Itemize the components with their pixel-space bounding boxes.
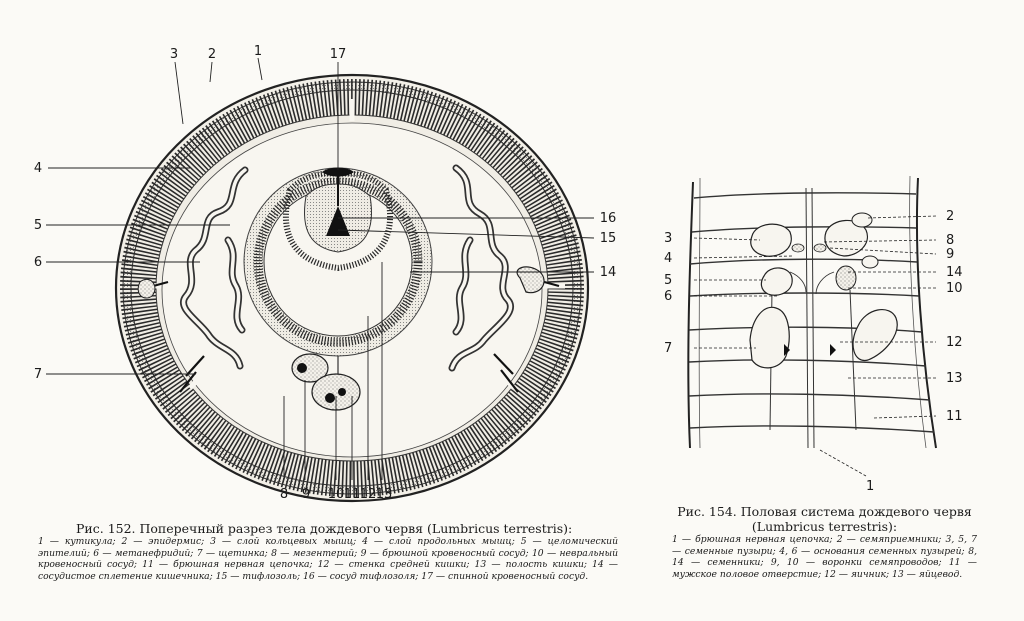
fig152-label: 13 <box>376 487 393 502</box>
fig152-label: 14 <box>600 265 617 280</box>
fig154-label: 14 <box>946 265 963 280</box>
fig154-label: 3 <box>664 231 672 246</box>
fig154-label: 2 <box>946 209 954 224</box>
fig152-label: 2 <box>208 47 216 62</box>
fig154-label: 8 <box>946 233 954 248</box>
fig152-label: 10 <box>328 487 345 502</box>
fig152-label: 8 <box>280 487 288 502</box>
fig154-caption-body: 1 — брюшная нервная цепочка; 2 — семяпри… <box>672 534 977 580</box>
fig154-label: 4 <box>664 251 672 266</box>
fig154-caption: Рис. 154. Половая система дождевого черв… <box>672 504 977 580</box>
fig152-label: 4 <box>34 161 42 176</box>
fig154-leader-lines <box>693 215 937 477</box>
fig152-label: 6 <box>34 255 42 270</box>
reproductive-system-figure: 2 8 9 14 10 12 13 11 3 4 5 6 7 1 <box>664 175 963 494</box>
dorsal-vessel <box>322 167 354 177</box>
fig154-label: 7 <box>664 341 672 356</box>
fig152-label: 1 <box>254 44 262 59</box>
fig152-label: 5 <box>34 218 42 233</box>
worm-cross-section-figure: 3 2 1 17 4 5 6 7 16 15 14 8 9 10 11 12 1… <box>34 44 617 503</box>
typhlosole-vessel <box>326 206 350 236</box>
fig154-caption-title: Рис. 154. Половая система дождевого черв… <box>677 504 972 534</box>
fig152-label: 12 <box>360 487 377 502</box>
fig154-label: 6 <box>664 289 672 304</box>
fig152-caption-title: Рис. 152. Поперечный разрез тела дождево… <box>76 521 573 536</box>
ventral-blood-vessel <box>291 353 329 383</box>
fig152-caption: Рис. 152. Поперечный разрез тела дождево… <box>38 521 618 582</box>
fig152-label: 15 <box>600 231 617 246</box>
fig152-label: 11 <box>344 487 361 502</box>
fig154-label: 11 <box>946 409 963 424</box>
seminal-vesicles <box>749 219 898 369</box>
fig152-label: 17 <box>330 47 347 62</box>
intestine-wall <box>253 177 423 347</box>
label-leader-lines <box>46 57 595 480</box>
fig154-label: 1 <box>866 479 874 494</box>
fig154-label: 10 <box>946 281 963 296</box>
fig152-label: 9 <box>302 487 310 502</box>
fig152-label: 16 <box>600 211 617 226</box>
fig154-label: 13 <box>946 371 963 386</box>
fig154-label: 9 <box>946 247 954 262</box>
fig152-label: 3 <box>170 47 178 62</box>
fig152-label: 7 <box>34 367 42 382</box>
fig154-label: 12 <box>946 335 963 350</box>
longitudinal-muscle-layer <box>120 79 584 497</box>
segment-boundaries <box>688 192 935 433</box>
fig152-caption-body: 1 — кутикула; 2 — эпидермис; 3 — слой ко… <box>38 536 618 582</box>
fig154-label: 5 <box>664 273 672 288</box>
